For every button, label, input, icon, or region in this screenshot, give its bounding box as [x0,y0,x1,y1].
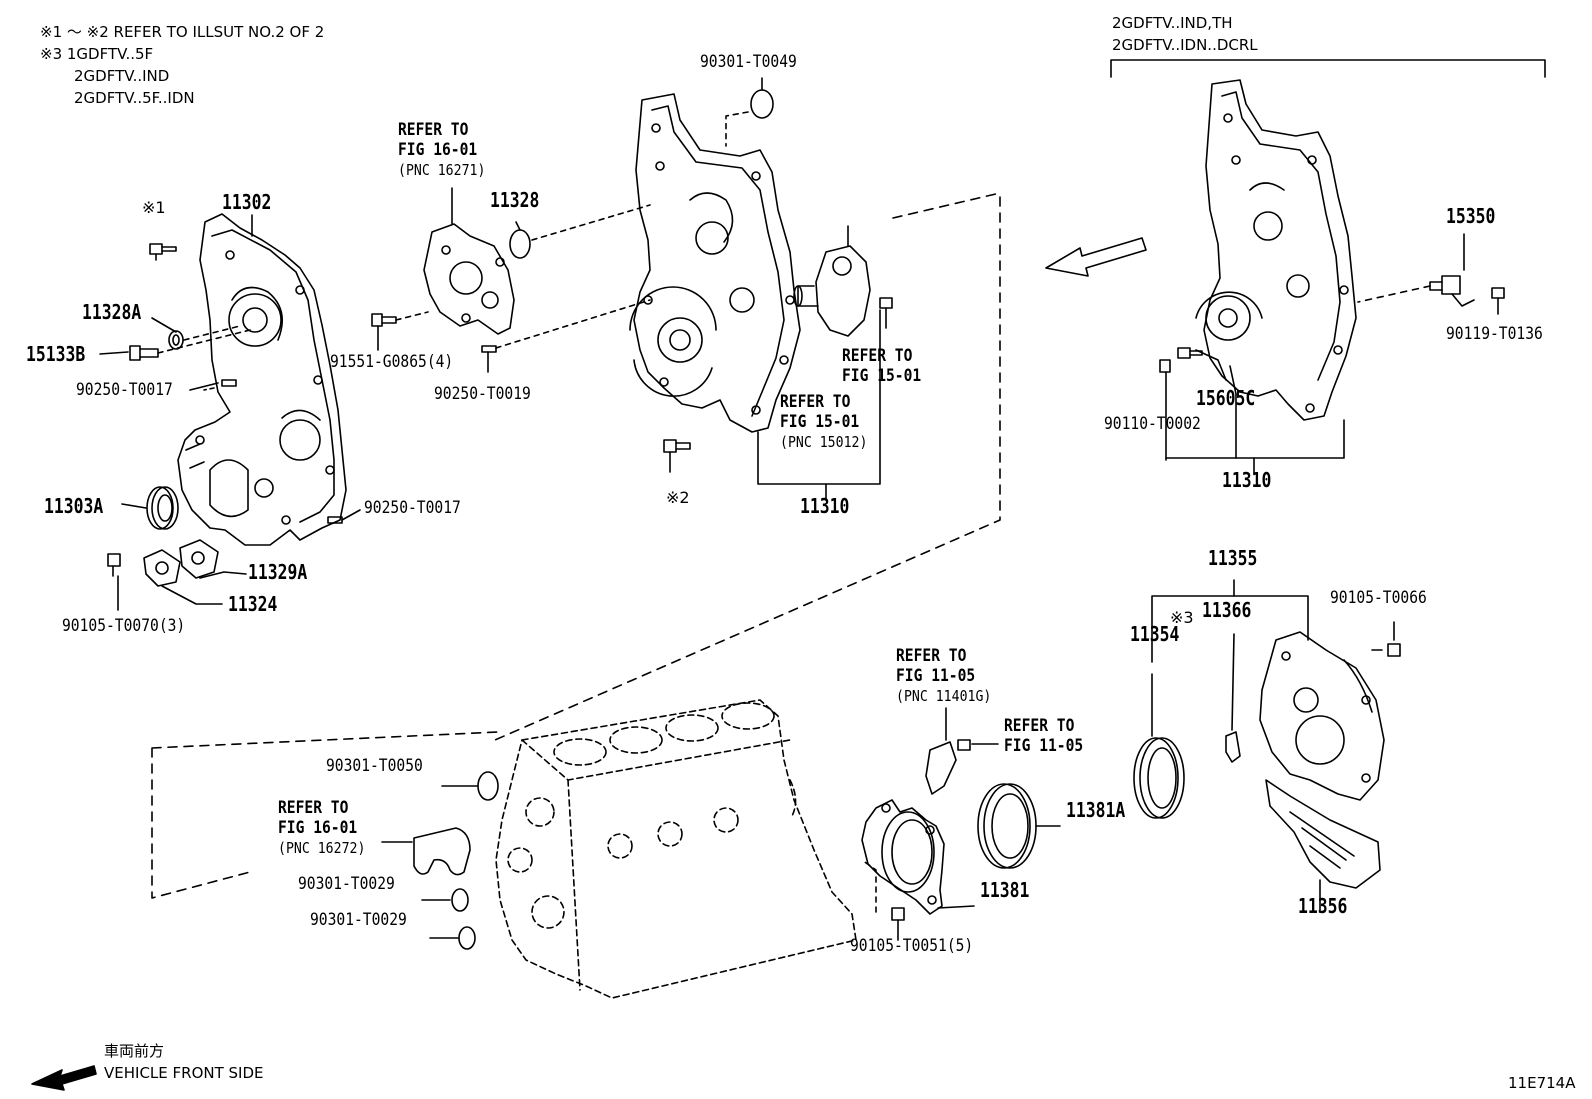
part-label-15350[interactable]: 15350 [1446,204,1496,228]
part-label-11355[interactable]: 11355 [1208,546,1258,570]
note-line-1: ※1 ～ ※2 REFER TO ILLSUT NO.2 OF 2 [40,23,325,41]
sensor-11401g [925,739,971,795]
ref-line-2: FIG 16-01 [278,818,358,838]
assembly-direction-arrow [1045,237,1147,277]
ref-line-2: FIG 15-01 [842,366,922,386]
ref-fig-11-05[interactable]: REFER TO FIG 11-05 [1004,716,1096,756]
ref-line-2: FIG 15-01 [780,412,860,432]
oring-t0029b [458,926,476,950]
note-line-3: 2GDFTV..IND [74,67,170,85]
ref-line-3: (PNC 16271) [398,161,486,179]
part-label-90250-t0017-b[interactable]: 90250-T0017 [364,498,461,518]
gasket-11356 [1265,779,1381,889]
gasket-11329a [179,539,219,579]
part-label-15133b[interactable]: 15133B [26,342,86,366]
part-label-11303a[interactable]: 11303A [44,494,104,518]
part-label-91551-g0865[interactable]: 91551-G0865(4) [330,352,454,372]
part-label-11381a[interactable]: 11381A [1066,798,1126,822]
seal-11354 [1133,737,1185,819]
oring-11328a [168,330,184,350]
variant-bracket [1110,59,1546,78]
illustration-notes: ※1 ～ ※2 REFER TO ILLSUT NO.2 OF 2 ※3 1GD… [40,21,324,109]
mark-2: ※2 [666,488,690,507]
front-cover-11310-center [629,93,801,433]
part-label-90301-t0029-b[interactable]: 90301-T0029 [310,910,407,930]
ref-line-3: (PNC 16272) [278,839,366,857]
part-label-90301-t0049[interactable]: 90301-T0049 [700,52,797,72]
part-label-90301-t0050[interactable]: 90301-T0050 [326,756,423,776]
part-label-11329a[interactable]: 11329A [248,560,308,584]
bolt-15133b [129,345,159,361]
part-label-11366[interactable]: 11366 [1202,598,1252,622]
note-line-2: ※3 1GDFTV..5F [40,45,154,63]
variant-line-2: 2GDFTV..IDN..DCRL [1112,36,1258,54]
ref-line-3: (PNC 15012) [780,433,868,451]
ref-line-2: FIG 11-05 [1004,736,1084,756]
part-label-11310-center[interactable]: 11310 [800,494,850,518]
part-label-90250-t0019[interactable]: 90250-T0019 [434,384,531,404]
vehicle-front-en: VEHICLE FRONT SIDE [104,1064,264,1082]
part-label-90105-t0051[interactable]: 90105-T0051(5) [850,936,974,956]
vehicle-front-arrow [31,1065,97,1091]
part-label-11328a[interactable]: 11328A [82,300,142,324]
part-label-90119-t0136[interactable]: 90119-T0136 [1446,324,1543,344]
ref-line-1: REFER TO [278,798,349,818]
ref-line-1: REFER TO [842,346,913,366]
vehicle-front-legend: 車両前方 VEHICLE FRONT SIDE [104,1040,264,1084]
part-label-90110-t0002[interactable]: 90110-T0002 [1104,414,1201,434]
part-label-11302[interactable]: 11302 [222,190,272,214]
part-label-11354[interactable]: 11354 [1130,622,1180,646]
gasket-16272 [413,827,471,876]
ref-fig-11-05-pnc-11401g[interactable]: REFER TO FIG 11-05 (PNC 11401G) [896,646,1004,706]
variant-line-1: 2GDFTV..IND,TH [1112,14,1233,32]
part-label-15605c[interactable]: 15605C [1196,386,1256,410]
ref-line-1: REFER TO [1004,716,1075,736]
dashed-assembly-outline [151,192,1001,899]
ref-line-1: REFER TO [780,392,851,412]
plate-11355 [1259,631,1385,801]
ref-line-2: FIG 11-05 [896,666,976,686]
ref-line-3: (PNC 11401G) [896,687,992,705]
part-label-11310-variant[interactable]: 11310 [1222,468,1272,492]
ref-fig-16-01-pnc-16271[interactable]: REFER TO FIG 16-01 (PNC 16271) [398,120,497,180]
ref-line-1: REFER TO [896,646,967,666]
part-label-90301-t0029-a[interactable]: 90301-T0029 [298,874,395,894]
seal-11303a [146,486,179,530]
cylinder-block [495,699,857,999]
timing-cover-11302 [177,213,347,546]
mark-1: ※1 [142,198,166,217]
retainer-11381 [861,799,945,915]
note-line-4: 2GDFTV..5F..IDN [74,89,195,107]
water-pump [793,245,871,337]
front-cover-11310-variant [1195,79,1357,421]
part-label-11381[interactable]: 11381 [980,878,1030,902]
part-label-90250-t0017-a[interactable]: 90250-T0017 [76,380,173,400]
part-label-90105-t0066[interactable]: 90105-T0066 [1330,588,1427,608]
variant-note: 2GDFTV..IND,TH 2GDFTV..IDN..DCRL [1112,12,1258,56]
seal-11381a [977,783,1037,869]
part-label-11356[interactable]: 11356 [1298,894,1348,918]
part-label-90105-t0070[interactable]: 90105-T0070(3) [62,616,186,636]
part-label-11328[interactable]: 11328 [490,188,540,212]
oring-t0049 [750,89,774,119]
gasket-11324 [143,549,181,587]
oring-11328 [509,229,531,259]
ref-line-2: FIG 16-01 [398,140,478,160]
illustration-id: 11E714A [1508,1074,1576,1092]
oring-t0029a [451,888,469,912]
sensor-15350 [1429,275,1475,307]
ref-fig-15-01-pnc-15012[interactable]: REFER TO FIG 15-01 (PNC 15012) [780,392,879,452]
part-label-11324[interactable]: 11324 [228,592,278,616]
pump-gasket-16271 [423,223,515,335]
ref-fig-15-01[interactable]: REFER TO FIG 15-01 [842,346,934,386]
vehicle-front-jp: 車両前方 [104,1042,165,1060]
pin-11366 [1225,731,1241,763]
bolt-mark1 [149,243,177,261]
ref-fig-16-01-pnc-16272[interactable]: REFER TO FIG 16-01 (PNC 16272) [278,798,377,858]
ref-line-1: REFER TO [398,120,469,140]
oring-t0050 [477,771,499,801]
mark-3: ※3 [1170,608,1194,627]
